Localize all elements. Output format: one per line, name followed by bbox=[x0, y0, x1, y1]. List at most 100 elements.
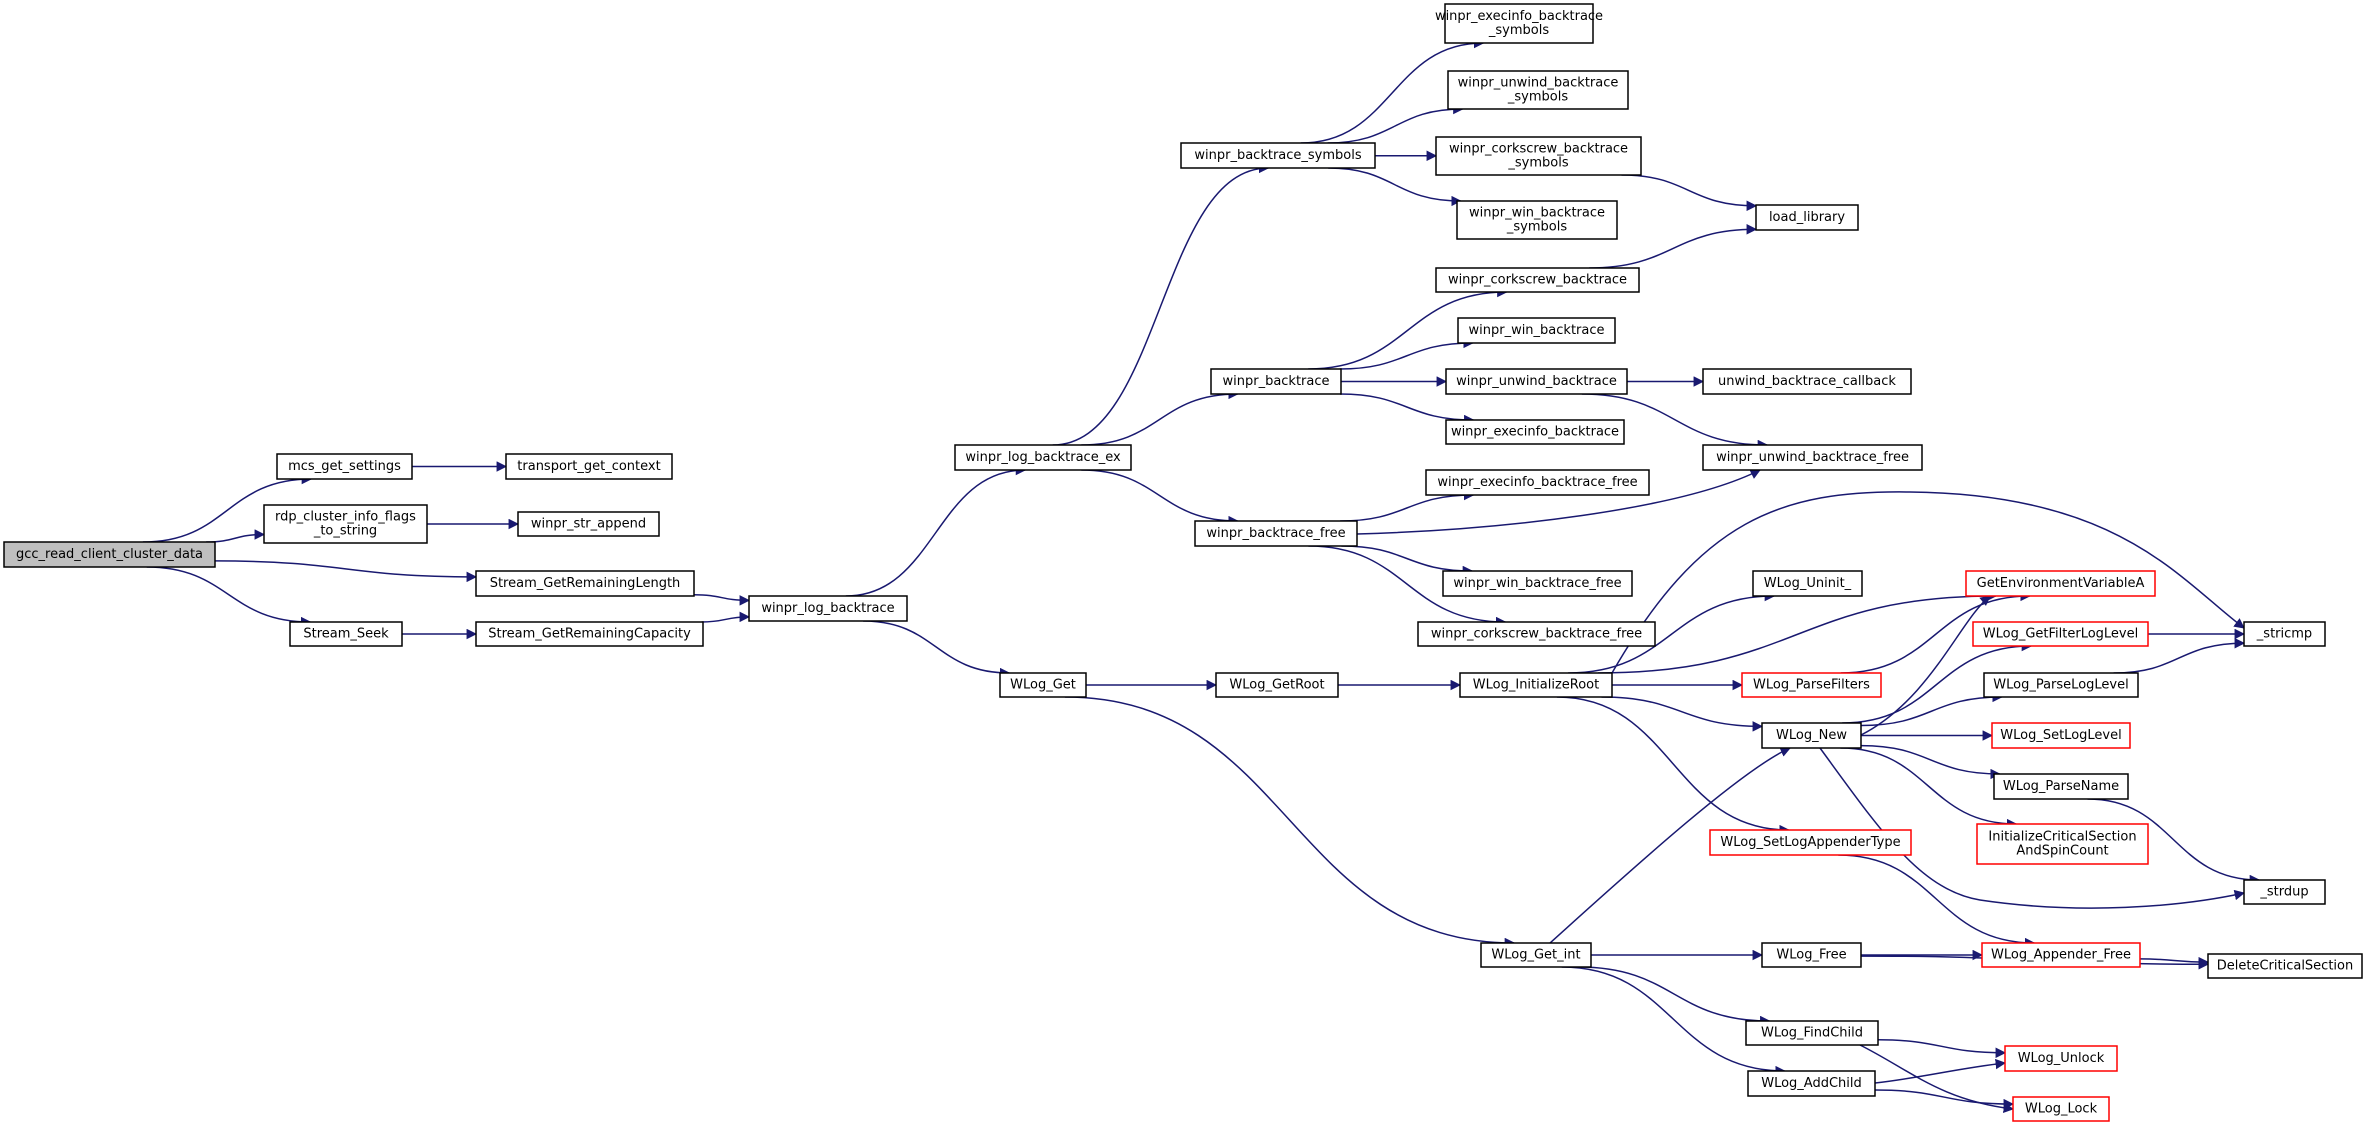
node-unwind_backtrace_callback[interactable]: unwind_backtrace_callback bbox=[1702, 368, 1912, 395]
node-box[interactable] bbox=[1445, 368, 1628, 395]
node-box[interactable] bbox=[1456, 200, 1618, 240]
node-WLog_Get_int[interactable]: WLog_Get_int bbox=[1480, 942, 1592, 968]
node-WLog_Lock[interactable]: WLog_Lock bbox=[2012, 1096, 2110, 1122]
node-WLog_FindChild[interactable]: WLog_FindChild bbox=[1745, 1020, 1879, 1046]
node-winpr_log_backtrace[interactable]: winpr_log_backtrace bbox=[748, 595, 908, 622]
node-box[interactable] bbox=[1741, 672, 1882, 698]
node-winpr_backtrace[interactable]: winpr_backtrace bbox=[1210, 368, 1342, 395]
node-box[interactable] bbox=[1981, 942, 2141, 968]
node-box[interactable] bbox=[263, 504, 428, 544]
node-winpr_backtrace_free[interactable]: winpr_backtrace_free bbox=[1194, 520, 1358, 547]
node-box[interactable] bbox=[1761, 722, 1862, 749]
node-box[interactable] bbox=[2207, 953, 2363, 979]
node-box[interactable] bbox=[2243, 879, 2326, 905]
node-box[interactable] bbox=[1180, 142, 1376, 169]
node-box[interactable] bbox=[1442, 570, 1633, 597]
node-box[interactable] bbox=[1991, 722, 2131, 749]
node-box[interactable] bbox=[1444, 3, 1594, 44]
node-box[interactable] bbox=[1972, 621, 2149, 647]
node-box[interactable] bbox=[1965, 570, 2156, 597]
node-box[interactable] bbox=[1459, 672, 1613, 698]
node-winpr_unwind_backtrace_symbols[interactable]: winpr_unwind_backtrace_symbols bbox=[1447, 70, 1629, 110]
node-transport_get_context[interactable]: transport_get_context bbox=[505, 453, 673, 480]
node-WLog_ParseName[interactable]: WLog_ParseName bbox=[1993, 773, 2129, 800]
node-_stricmp[interactable]: _stricmp bbox=[2243, 621, 2326, 647]
node-box[interactable] bbox=[475, 621, 704, 647]
node-box[interactable] bbox=[1755, 204, 1859, 231]
node-box[interactable] bbox=[289, 621, 403, 647]
node-DeleteCriticalSection[interactable]: DeleteCriticalSection bbox=[2207, 953, 2363, 979]
node-box[interactable] bbox=[1210, 368, 1342, 395]
node-winpr_execinfo_backtrace_free[interactable]: winpr_execinfo_backtrace_free bbox=[1425, 469, 1650, 496]
node-box[interactable] bbox=[1480, 942, 1592, 968]
node-WLog_GetFilterLogLevel[interactable]: WLog_GetFilterLogLevel bbox=[1972, 621, 2149, 647]
node-Stream_Seek[interactable]: Stream_Seek bbox=[289, 621, 403, 647]
node-Stream_GetRemainingCapacity[interactable]: Stream_GetRemainingCapacity bbox=[475, 621, 704, 647]
node-box[interactable] bbox=[1752, 570, 1863, 597]
node-winpr_corkscrew_backtrace[interactable]: winpr_corkscrew_backtrace bbox=[1435, 267, 1640, 293]
node-WLog_ParseLogLevel[interactable]: WLog_ParseLogLevel bbox=[1983, 672, 2139, 698]
node-box[interactable] bbox=[1215, 672, 1339, 698]
node-box[interactable] bbox=[1425, 469, 1650, 496]
node-winpr_win_backtrace[interactable]: winpr_win_backtrace bbox=[1457, 317, 1616, 344]
node-box[interactable] bbox=[1457, 317, 1616, 344]
node-WLog_Get[interactable]: WLog_Get bbox=[999, 672, 1087, 698]
node-box[interactable] bbox=[1447, 70, 1629, 110]
node-WLog_GetRoot[interactable]: WLog_GetRoot bbox=[1215, 672, 1339, 698]
node-rdp_cluster_info_flags_to_string[interactable]: rdp_cluster_info_flags_to_string bbox=[263, 504, 428, 544]
node-box[interactable] bbox=[1709, 829, 1912, 856]
node-box[interactable] bbox=[276, 453, 413, 480]
node-box[interactable] bbox=[1435, 267, 1640, 293]
node-box[interactable] bbox=[1194, 520, 1358, 547]
node-WLog_New[interactable]: WLog_New bbox=[1761, 722, 1862, 749]
node-gcc_read_client_cluster_data[interactable]: gcc_read_client_cluster_data bbox=[3, 541, 216, 568]
node-WLog_SetLogAppenderType[interactable]: WLog_SetLogAppenderType bbox=[1709, 829, 1912, 856]
node-box[interactable] bbox=[748, 595, 908, 622]
node-winpr_unwind_backtrace[interactable]: winpr_unwind_backtrace bbox=[1445, 368, 1628, 395]
node-box[interactable] bbox=[1702, 368, 1912, 395]
node-box[interactable] bbox=[2004, 1045, 2118, 1072]
node-_strdup[interactable]: _strdup bbox=[2243, 879, 2326, 905]
node-winpr_str_append[interactable]: winpr_str_append bbox=[517, 511, 660, 537]
node-box[interactable] bbox=[1745, 1020, 1879, 1046]
node-box[interactable] bbox=[1702, 444, 1923, 471]
node-mcs_get_settings[interactable]: mcs_get_settings bbox=[276, 453, 413, 480]
node-box[interactable] bbox=[1417, 621, 1656, 647]
node-box[interactable] bbox=[954, 444, 1132, 471]
node-WLog_InitializeRoot[interactable]: WLog_InitializeRoot bbox=[1459, 672, 1613, 698]
node-box[interactable] bbox=[3, 541, 216, 568]
node-box[interactable] bbox=[517, 511, 660, 537]
node-Stream_GetRemainingLength[interactable]: Stream_GetRemainingLength bbox=[475, 570, 695, 597]
node-box[interactable] bbox=[1993, 773, 2129, 800]
node-box[interactable] bbox=[1435, 136, 1642, 176]
node-winpr_backtrace_symbols[interactable]: winpr_backtrace_symbols bbox=[1180, 142, 1376, 169]
node-box[interactable] bbox=[1983, 672, 2139, 698]
node-WLog_Appender_Free[interactable]: WLog_Appender_Free bbox=[1981, 942, 2141, 968]
node-winpr_execinfo_backtrace_symbols[interactable]: winpr_execinfo_backtrace_symbols bbox=[1435, 3, 1603, 44]
node-box[interactable] bbox=[2243, 621, 2326, 647]
node-winpr_win_backtrace_free[interactable]: winpr_win_backtrace_free bbox=[1442, 570, 1633, 597]
node-winpr_win_backtrace_symbols[interactable]: winpr_win_backtrace_symbols bbox=[1456, 200, 1618, 240]
node-winpr_corkscrew_backtrace_free[interactable]: winpr_corkscrew_backtrace_free bbox=[1417, 621, 1656, 647]
node-box[interactable] bbox=[999, 672, 1087, 698]
node-GetEnvironmentVariableA[interactable]: GetEnvironmentVariableA bbox=[1965, 570, 2156, 597]
node-box[interactable] bbox=[505, 453, 673, 480]
node-WLog_Unlock[interactable]: WLog_Unlock bbox=[2004, 1045, 2118, 1072]
node-box[interactable] bbox=[1976, 823, 2149, 865]
node-winpr_corkscrew_backtrace_symbols[interactable]: winpr_corkscrew_backtrace_symbols bbox=[1435, 136, 1642, 176]
node-load_library[interactable]: load_library bbox=[1755, 204, 1859, 231]
node-WLog_Free[interactable]: WLog_Free bbox=[1761, 942, 1862, 968]
node-box[interactable] bbox=[1761, 942, 1862, 968]
node-box[interactable] bbox=[2012, 1096, 2110, 1122]
node-winpr_log_backtrace_ex[interactable]: winpr_log_backtrace_ex bbox=[954, 444, 1132, 471]
node-winpr_unwind_backtrace_free[interactable]: winpr_unwind_backtrace_free bbox=[1702, 444, 1923, 471]
node-winpr_execinfo_backtrace[interactable]: winpr_execinfo_backtrace bbox=[1445, 419, 1625, 445]
node-box[interactable] bbox=[1747, 1070, 1876, 1097]
node-box[interactable] bbox=[475, 570, 695, 597]
node-WLog_AddChild[interactable]: WLog_AddChild bbox=[1747, 1070, 1876, 1097]
node-WLog_Uninit_[interactable]: WLog_Uninit_ bbox=[1752, 570, 1863, 597]
node-WLog_ParseFilters[interactable]: WLog_ParseFilters bbox=[1741, 672, 1882, 698]
node-box[interactable] bbox=[1445, 419, 1625, 445]
node-WLog_SetLogLevel[interactable]: WLog_SetLogLevel bbox=[1991, 722, 2131, 749]
